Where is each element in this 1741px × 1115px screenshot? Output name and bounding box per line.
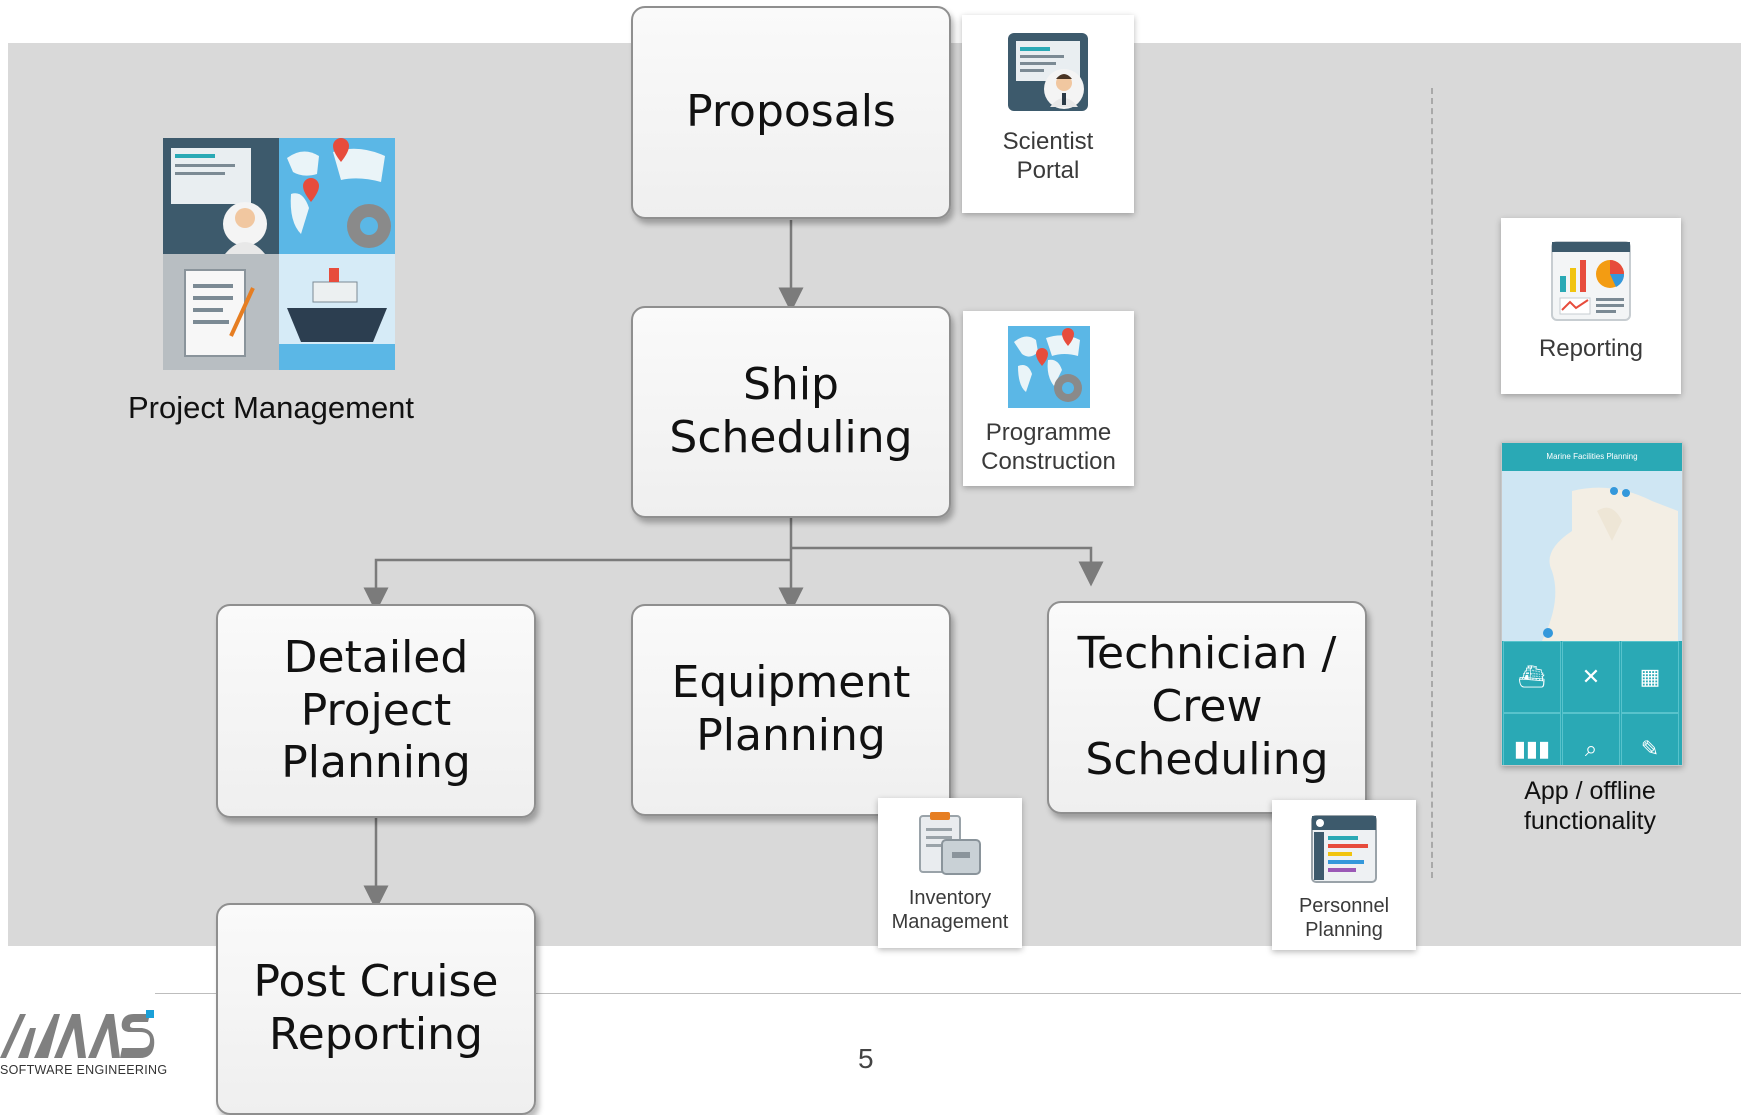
wrench-tile-icon: ✎ [1621, 713, 1679, 765]
project-management-collage-icon [163, 138, 395, 370]
inventory-management-card: Inventory Management [878, 798, 1022, 948]
equipment-planning-box: Equipment Planning [631, 604, 951, 816]
maas-logo [0, 1010, 155, 1058]
personnel-planning-label: Personnel Planning [1298, 895, 1390, 942]
clipboard-inventory-icon [919, 812, 981, 875]
arrow-ship-to-detailed [363, 558, 791, 613]
logo-tagline: SOFTWARE ENGINEERING [0, 1063, 168, 1077]
divider-dashed [1431, 88, 1433, 878]
footer-rule [155, 993, 1741, 994]
technician-crew-scheduling-box: Technician / Crew Scheduling [1047, 601, 1367, 814]
arrow-ship-to-technician [791, 546, 1104, 587]
search-tile-icon: ⌕ [1562, 713, 1620, 765]
proposals-label: Proposals [686, 86, 896, 138]
app-phone-screenshot: Marine Facilities Planning ⛴ ✕ ▦ ▮▮▮ ⌕ ✎ [1501, 442, 1683, 766]
equipment-planning-label: Equipment Planning [671, 657, 911, 761]
technician-crew-scheduling-label: Technician / Crew Scheduling [1077, 628, 1337, 785]
reporting-dashboard-icon [1551, 241, 1631, 321]
scientist-portal-label: Scientist Portal [1002, 128, 1094, 185]
calendar-tile-icon: ▦ [1621, 641, 1679, 713]
inventory-management-label: Inventory Management [891, 887, 1009, 934]
expand-tile-icon: ✕ [1562, 641, 1620, 713]
app-offline-label: App / offline functionality [1523, 777, 1657, 835]
detailed-project-planning-label: Detailed Project Planning [281, 631, 471, 789]
ship-tile-icon: ⛴ [1503, 641, 1561, 713]
world-map-gear-icon [1007, 326, 1090, 408]
reporting-card: Reporting [1501, 218, 1681, 394]
personnel-planning-card: Personnel Planning [1272, 800, 1416, 950]
reporting-label: Reporting [1538, 335, 1644, 362]
project-management-label: Project Management [128, 390, 415, 425]
proposals-box: Proposals [631, 6, 951, 219]
post-cruise-reporting-label: Post Cruise Reporting [253, 956, 499, 1060]
personnel-schedule-icon [1311, 815, 1377, 883]
phone-app-title: Marine Facilities Planning [1502, 443, 1682, 471]
phone-map [1502, 471, 1682, 641]
barcode-tile-icon: ▮▮▮ [1503, 713, 1561, 765]
ship-scheduling-box: Ship Scheduling [631, 306, 951, 518]
ship-scheduling-label: Ship Scheduling [669, 359, 913, 463]
programme-construction-label: Programme Construction [981, 419, 1116, 476]
scientist-portal-card: Scientist Portal [962, 15, 1134, 213]
post-cruise-reporting-box: Post Cruise Reporting [216, 903, 536, 1115]
detailed-project-planning-box: Detailed Project Planning [216, 604, 536, 818]
programme-construction-card: Programme Construction [963, 311, 1134, 486]
europe-map-icon [1502, 471, 1682, 641]
page-number: 5 [858, 1043, 874, 1074]
scientist-portal-icon [1008, 33, 1088, 111]
